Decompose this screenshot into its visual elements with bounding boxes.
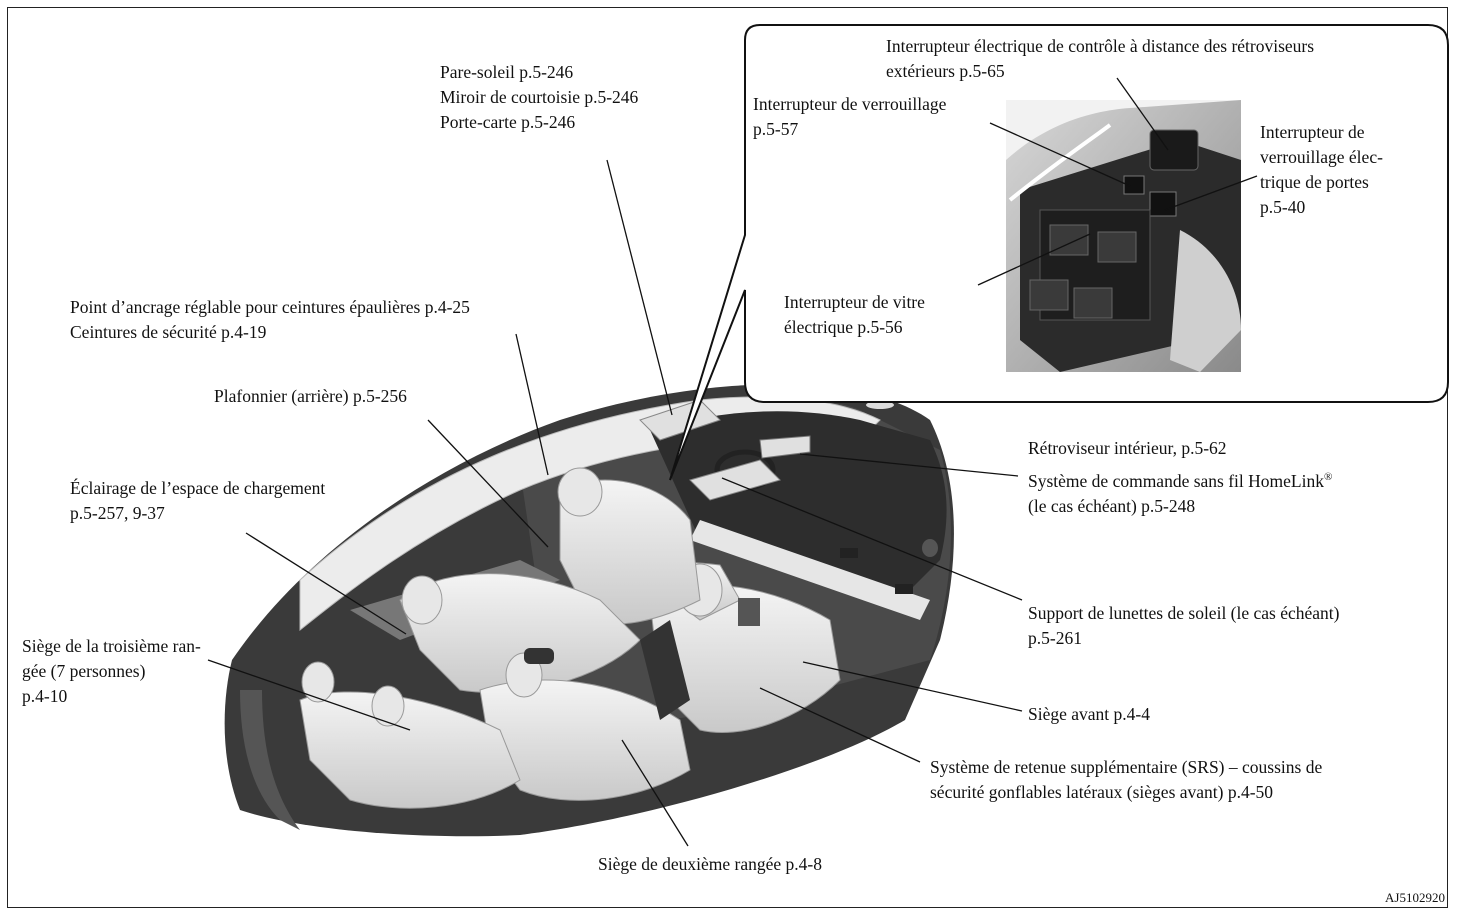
figure-code: AJ5102920 [1385, 890, 1445, 905]
label-sun-visor: Pare-soleil p.5-246 Miroir de courtoisie… [440, 62, 639, 132]
leader-power-door-lock [1164, 175, 1258, 211]
label-third-row: Siège de la troisième ran- gée (7 person… [22, 636, 201, 706]
leader-anchor [515, 333, 549, 476]
figure-frame [7, 7, 1448, 908]
label-second-row: Siège de deuxième rangée p.4-8 [598, 854, 823, 874]
leader-front-seat [802, 661, 1023, 712]
leader-srs [759, 687, 921, 763]
leader-power-window [977, 233, 1091, 286]
leader-second-row [621, 739, 689, 847]
label-srs: Système de retenue supplémentaire (SRS) … [930, 757, 1323, 802]
door-panel-inset [1006, 100, 1241, 372]
leader-sunglasses [721, 477, 1023, 601]
label-anchor: Point d’ancrage réglable pour ceintures … [70, 297, 470, 342]
label-sunglasses: Support de lunettes de soleil (le cas éc… [1028, 603, 1340, 648]
label-dome-light: Plafonnier (arrière) p.5-256 [214, 386, 407, 406]
label-lock-switch: Interrupteur de verrouillage p.5-57 [753, 94, 947, 139]
leader-cargo-light [245, 532, 407, 635]
leader-third-row [207, 659, 411, 731]
leader-dome-light [427, 419, 549, 548]
leader-rear-view-mirror [799, 453, 1019, 477]
label-mirror-switch: Interrupteur électrique de contrôle à di… [886, 36, 1315, 81]
label-homelink: Système de commande sans fil HomeLink® (… [1028, 471, 1333, 516]
leader-mirror-switch [1116, 77, 1169, 151]
leader-sun-visor [606, 159, 673, 416]
label-power-window: Interrupteur de vitre électrique p.5-56 [784, 292, 925, 337]
label-power-door-lock: Interrupteur de verrouillage élec- triqu… [1260, 122, 1383, 217]
leader-lines [207, 77, 1258, 847]
label-rear-view-mirror: Rétroviseur intérieur, p.5-62 [1028, 438, 1227, 458]
label-cargo-light: Éclairage de l’espace de chargement p.5-… [70, 478, 326, 523]
seats [299, 399, 841, 809]
leader-lock-switch [989, 122, 1131, 187]
label-front-seat: Siège avant p.4-4 [1028, 704, 1150, 724]
